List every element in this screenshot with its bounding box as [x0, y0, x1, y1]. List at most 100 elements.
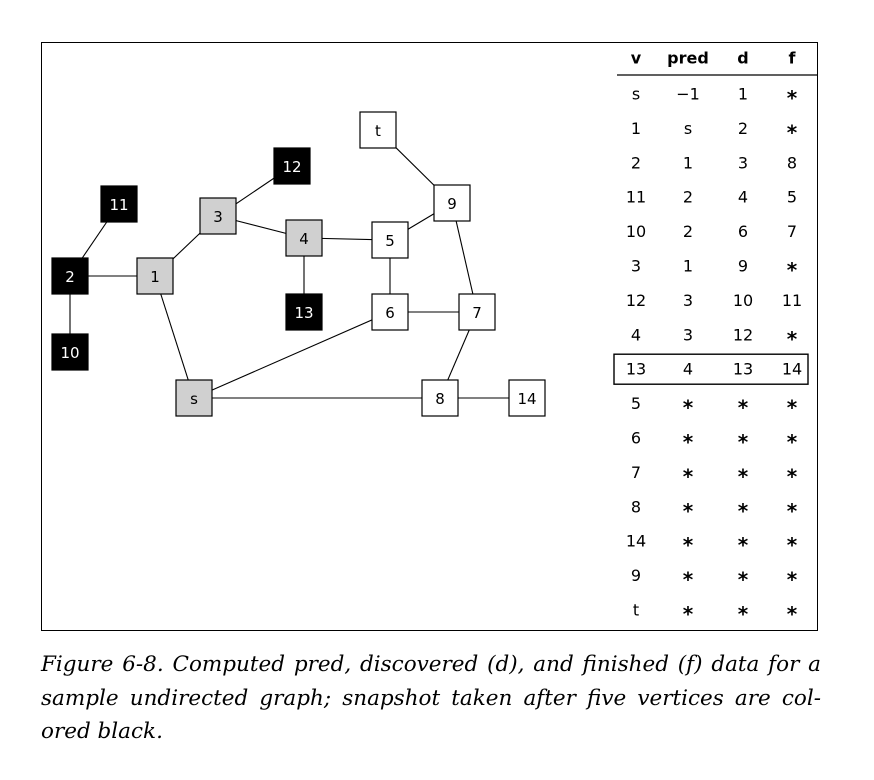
vertex-5: 5: [371, 221, 409, 259]
vertex-box: [51, 257, 89, 295]
vertex-label: t: [375, 122, 381, 140]
table-cell: *: [683, 602, 694, 626]
table-cell: 6: [738, 222, 748, 241]
table-cell: 11: [626, 188, 646, 207]
table-cell: *: [787, 602, 798, 626]
vertex-6: 6: [371, 293, 409, 331]
vertex-2: 2: [51, 257, 89, 295]
vertex-box: [433, 184, 471, 222]
vertex-box: [458, 293, 496, 331]
table-cell: 14: [782, 360, 802, 379]
vertex-box: [136, 257, 174, 295]
table-cell: *: [787, 464, 798, 488]
vertex-label: 5: [385, 232, 395, 250]
table-cell: *: [738, 533, 749, 557]
vertex-7: 7: [458, 293, 496, 331]
vertex-box: [508, 379, 546, 417]
table-cell: *: [683, 499, 694, 523]
table-cell: 13: [626, 360, 646, 379]
table-cell: s: [684, 119, 692, 138]
table-cell: *: [787, 499, 798, 523]
table-cell: *: [787, 396, 798, 420]
edge-6-s: [193, 311, 391, 399]
caption-line-2: sample undirected graph; snapshot taken …: [41, 685, 821, 711]
table-cell: 2: [683, 188, 693, 207]
highlighted-row-outline: [613, 353, 809, 385]
vertex-label: 10: [60, 344, 79, 362]
table-cell: 5: [787, 188, 797, 207]
table-cell: s: [632, 85, 640, 104]
table-cell: 4: [631, 325, 641, 344]
table-cell: 9: [631, 566, 641, 585]
vertex-label: 1: [150, 268, 160, 286]
vertex-label: 12: [282, 158, 301, 176]
vertex-label: 14: [517, 390, 536, 408]
table-cell: 8: [631, 497, 641, 516]
vertex-label: 2: [65, 268, 75, 286]
vertex-10: 10: [51, 333, 89, 371]
table-cell: 12: [626, 291, 646, 310]
table-header-f: f: [789, 49, 797, 68]
vertex-box: [51, 333, 89, 371]
vertex-label: 9: [447, 195, 457, 213]
figure-caption: Figure 6-8. Computed pred, discovered (d…: [41, 648, 821, 749]
table-cell: *: [683, 568, 694, 592]
table-cell: 1: [738, 85, 748, 104]
vertex-4: 4: [285, 219, 323, 257]
table-cell: 4: [683, 360, 693, 379]
table-cell: 2: [738, 119, 748, 138]
vertex-t: t: [359, 111, 397, 149]
vertex-box: [100, 185, 138, 223]
vertex-box: [273, 147, 311, 185]
table-cell: 9: [738, 257, 748, 276]
table-cell: *: [738, 602, 749, 626]
caption-line-1: Figure 6-8. Computed pred, discovered (d…: [41, 652, 821, 677]
table-cell: *: [738, 430, 749, 454]
table-cell: *: [683, 396, 694, 420]
vertex-box: [285, 219, 323, 257]
vertex-label: 13: [294, 304, 313, 322]
table-cell: 11: [782, 291, 802, 310]
caption-line-3: ored black.: [41, 719, 163, 744]
vertex-s: s: [175, 379, 213, 417]
vertex-box: [371, 221, 409, 259]
table-cell: 7: [631, 463, 641, 482]
table-cell: 14: [626, 532, 646, 551]
table-cell: *: [683, 430, 694, 454]
table-cell: 12: [733, 325, 753, 344]
vertex-box: [421, 379, 459, 417]
vertex-box: [371, 293, 409, 331]
table-cell: 3: [683, 291, 693, 310]
table-cell: 6: [631, 429, 641, 448]
vertex-label: 3: [213, 208, 223, 226]
vertex-label: 6: [385, 304, 395, 322]
table-cell: 3: [738, 153, 748, 172]
table-cell: *: [738, 568, 749, 592]
vertex-9: 9: [433, 184, 471, 222]
vertex-box: [199, 197, 237, 235]
table-cell: *: [787, 86, 798, 110]
vertex-8: 8: [421, 379, 459, 417]
table-cell: 3: [631, 257, 641, 276]
vertex-label: 8: [435, 390, 445, 408]
vertex-3: 3: [199, 197, 237, 235]
table-cell: *: [683, 464, 694, 488]
table-cell: t: [633, 601, 639, 620]
table-cell: 5: [631, 394, 641, 413]
table-cell: 1: [683, 257, 693, 276]
table-cell: 4: [738, 188, 748, 207]
table-cell: *: [787, 258, 798, 282]
table-cell: 1: [683, 153, 693, 172]
table-cell: *: [738, 464, 749, 488]
table-cell: 10: [626, 222, 646, 241]
table-cell: 2: [683, 222, 693, 241]
table-cell: *: [787, 120, 798, 144]
vertex-label: 4: [299, 230, 309, 248]
table-cell: *: [787, 327, 798, 351]
table-cell: *: [787, 568, 798, 592]
vertex-label: 7: [472, 304, 482, 322]
vertex-11: 11: [100, 185, 138, 223]
